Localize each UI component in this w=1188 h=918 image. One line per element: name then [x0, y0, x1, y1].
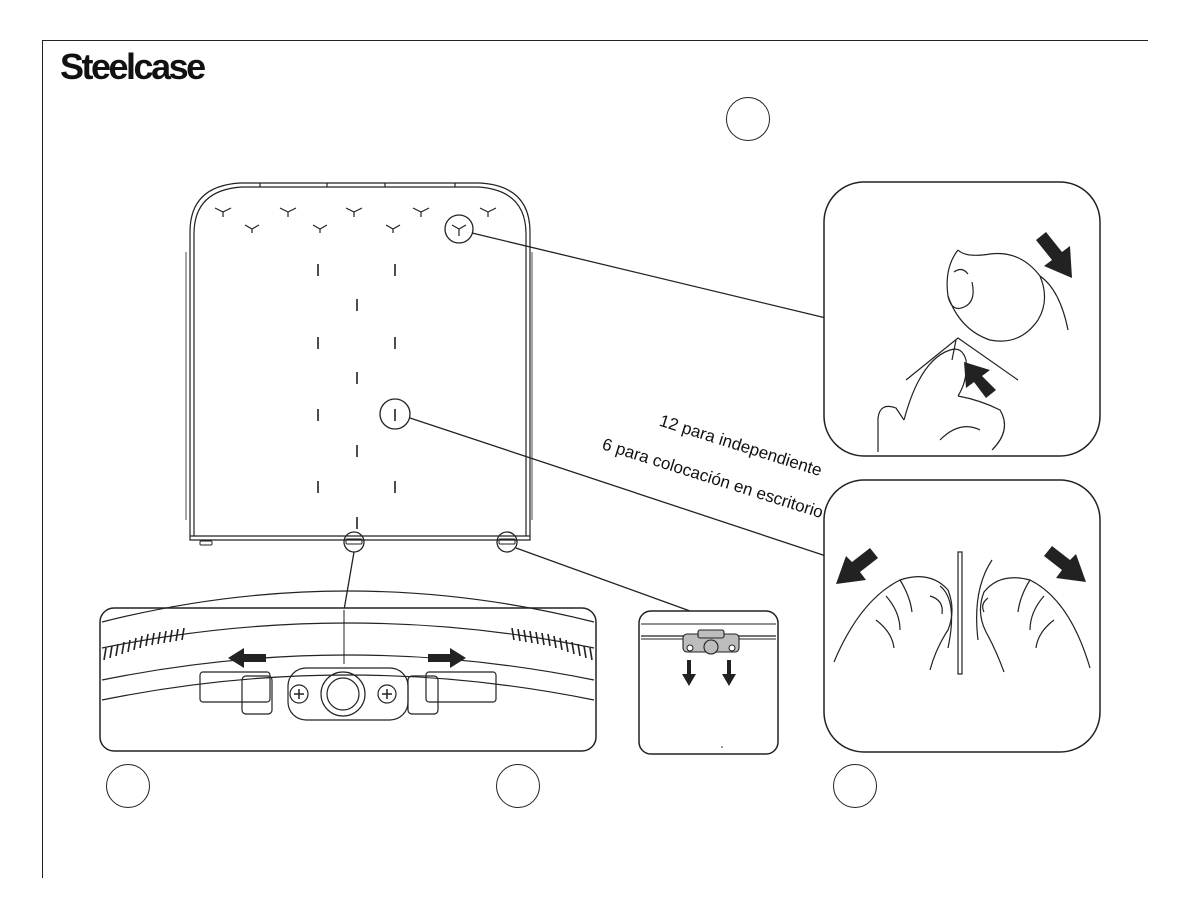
- arrow-up-left-icon: [964, 362, 996, 398]
- straight-clip-marks: [317, 264, 396, 529]
- arrow-down-icon: [682, 660, 696, 686]
- detail-hands-remove-clip: [823, 181, 1101, 457]
- y-clip-marks: [214, 207, 497, 236]
- arrow-down-right-icon: [1036, 232, 1072, 278]
- arrow-down-2-icon: [722, 660, 736, 686]
- left-rule: [42, 40, 43, 878]
- step-b-circle: [496, 764, 540, 808]
- brand-logo: Steelcase: [60, 46, 206, 87]
- detail-bottom-connector: [99, 590, 597, 752]
- arrow-down-right-2-icon: [1044, 546, 1086, 582]
- arrow-down-left-icon: [836, 548, 878, 584]
- step-c-circle: [833, 764, 877, 808]
- panel-front-view: [185, 182, 533, 541]
- detail-corner-connector: [638, 610, 779, 755]
- top-rule: [42, 40, 1148, 41]
- teeth-left: [103, 627, 185, 661]
- step-a-circle: [106, 764, 150, 808]
- arrow-right-icon: [428, 648, 466, 668]
- bottom-connectors: [199, 538, 516, 546]
- arrow-left-icon: [228, 648, 266, 668]
- screw-icon: [294, 689, 392, 699]
- leader-lines: [343, 232, 827, 612]
- detail-hands-pull-apart: [823, 479, 1101, 753]
- teeth-right: [511, 627, 593, 661]
- main-step-circle: [726, 97, 770, 141]
- connector-body: [199, 667, 497, 721]
- highlight-circles: [343, 214, 518, 553]
